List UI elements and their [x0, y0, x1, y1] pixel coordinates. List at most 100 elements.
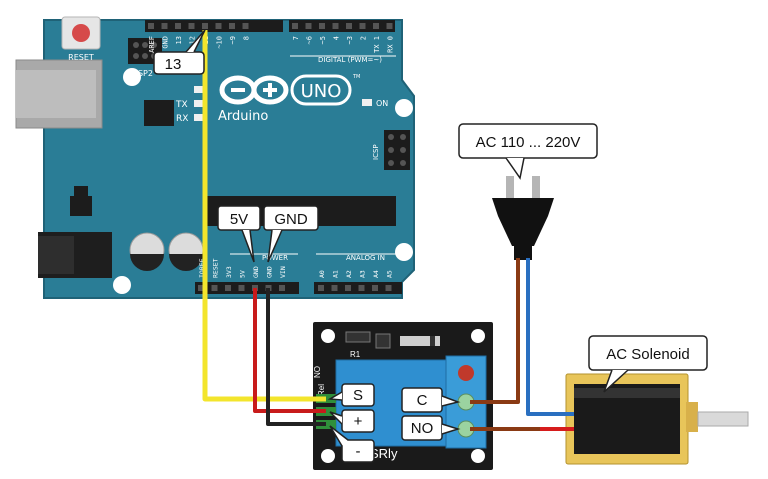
signal-wire: [202, 30, 326, 402]
header-pin-hole: [161, 23, 168, 29]
icsp-header: [384, 130, 410, 170]
callout-no: NO: [401, 415, 461, 441]
arduino-uno-board: RESET ICSP2 TX RX UNO TM Arduino ON: [15, 16, 415, 299]
digital-pin-label: AREF: [148, 36, 156, 53]
header-pin-hole: [305, 23, 312, 29]
header-pin-hole: [148, 23, 154, 29]
header-pin-hole: [211, 285, 218, 291]
callout-s-text: S: [353, 387, 363, 404]
rel-side-label: Rel: [317, 384, 326, 396]
r1-label: R1: [350, 350, 361, 359]
ac-plug: [492, 176, 554, 260]
power-pin-label: GND: [266, 266, 274, 278]
analog-pin-label: A2: [345, 270, 353, 278]
digital-pin-label: ~5: [319, 36, 327, 44]
on-label: ON: [376, 99, 388, 108]
reset-button[interactable]: [61, 16, 101, 50]
header-pin-hole: [359, 23, 366, 29]
callout-no-text: NO: [411, 420, 434, 437]
analog-pin-label: A1: [332, 270, 340, 278]
dc-power-jack: [38, 232, 112, 278]
callout-5v-text: 5V: [230, 211, 248, 228]
power-pin-label: GND: [252, 266, 260, 278]
callout-5v: 5V: [217, 205, 261, 263]
usb-chip: [144, 100, 174, 126]
digital-pin-label: RX 0: [387, 36, 395, 53]
digital-pin-label: ~6: [306, 36, 314, 44]
header-pin-hole: [175, 23, 181, 29]
callout-solenoid: AC Solenoid: [588, 335, 708, 393]
callout-plus-text: +: [354, 413, 363, 430]
power-pin-label: RESET: [212, 258, 220, 278]
analog-pin-label: A5: [386, 270, 394, 278]
header-pin-hole: [372, 285, 378, 291]
callout-gnd-text: GND: [274, 211, 308, 228]
digital-pin-label: 7: [292, 36, 300, 40]
callout-s: S: [327, 383, 375, 407]
mounting-hole: [123, 68, 141, 86]
callout-pin13: 13: [153, 29, 206, 75]
mounting-hole: [321, 329, 335, 343]
header-pin-hole: [279, 285, 285, 291]
mounting-hole: [395, 99, 413, 117]
analog-pin-label: A4: [372, 270, 380, 278]
digital-pin-label: 4: [333, 36, 341, 40]
ground-wire: [266, 288, 326, 426]
header-pin-hole: [238, 285, 245, 291]
mounting-hole: [395, 243, 413, 261]
power-wire: [253, 288, 326, 413]
voltage-regulator: [70, 196, 92, 216]
mounting-hole: [471, 329, 485, 343]
digital-pin-label: TX 1: [373, 36, 381, 53]
header-pin-hole: [215, 23, 222, 29]
mounting-hole: [471, 449, 485, 463]
ac-neutral-wire: [526, 258, 574, 416]
header-pin-hole: [385, 285, 392, 291]
header-pin-hole: [202, 23, 208, 29]
power-label: POWER: [262, 254, 288, 262]
callout-ac-power-text: AC 110 ... 220V: [476, 134, 581, 151]
terminal-screw: [458, 365, 474, 381]
header-pin-hole: [292, 23, 298, 29]
icsp2-label: ICSP2: [130, 69, 153, 78]
digital-pin-label: 13: [175, 36, 183, 44]
callout-c: C: [401, 387, 461, 413]
callout-ac-power: AC 110 ... 220V: [458, 123, 598, 180]
header-pin-hole: [373, 23, 379, 29]
digital-pin-label: ~3: [346, 36, 354, 44]
mounting-hole: [321, 449, 335, 463]
header-pin-hole: [198, 285, 204, 291]
no-side-label: NO: [313, 366, 322, 378]
callout-pin13-text: 13: [165, 56, 182, 73]
analog-label: ANALOG IN: [346, 254, 385, 262]
callout-gnd: GND: [263, 205, 319, 263]
arduino-logo: [219, 74, 352, 106]
mounting-hole: [113, 276, 131, 294]
header-pin-hole: [346, 23, 352, 29]
digital-pin-label: ~10: [216, 36, 224, 49]
header-pin-hole: [331, 285, 338, 291]
tm-label: TM: [352, 74, 360, 80]
analog-pin-label: A3: [359, 270, 367, 278]
header-pin-hole: [345, 285, 351, 291]
header-pin-hole: [318, 285, 324, 291]
power-pin-label: 5V: [239, 270, 247, 278]
arduino-brand-text: Arduino: [218, 109, 268, 124]
callout-minus: -: [329, 425, 375, 463]
icsp-label: ICSP: [372, 144, 380, 160]
tx-led: [194, 100, 204, 107]
digital-pin-label: 2: [360, 36, 368, 40]
header-pin-hole: [358, 285, 365, 291]
digital-label: DIGITAL (PWM=~): [318, 56, 382, 64]
rx-led: [194, 114, 204, 121]
reset-label: RESET: [68, 53, 94, 62]
callout-minus-text: -: [356, 443, 361, 460]
capacitor: [168, 232, 204, 271]
uno-logo-text: UNO: [301, 81, 342, 102]
digital-pin-label: 8: [243, 36, 251, 40]
power-pin-label: IOREF: [198, 258, 206, 278]
callout-solenoid-text: AC Solenoid: [606, 346, 689, 363]
